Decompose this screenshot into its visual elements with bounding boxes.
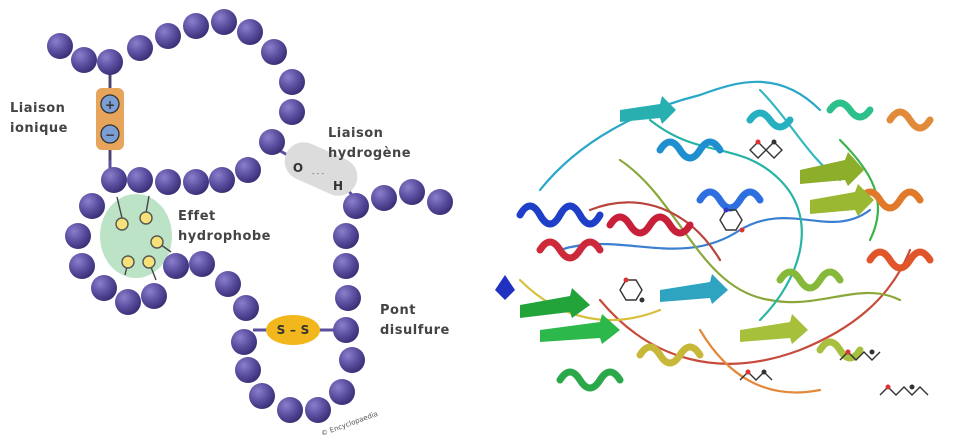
amino-acid-bead bbox=[237, 19, 263, 45]
amino-acid-bead bbox=[343, 193, 369, 219]
sulfur-atom-left: S bbox=[277, 323, 286, 337]
label-ionic-bond-line1: Liaison bbox=[10, 101, 65, 116]
positive-charge bbox=[100, 94, 120, 114]
alpha-helices bbox=[516, 99, 934, 392]
hydrophobic-region bbox=[100, 194, 172, 278]
negative-charge bbox=[100, 124, 120, 144]
amino-acid-bead bbox=[65, 223, 91, 249]
amino-acid-bead bbox=[71, 47, 97, 73]
amino-acid-bead bbox=[183, 13, 209, 39]
amino-acid-bead bbox=[141, 283, 167, 309]
hydrogen-atom: H bbox=[333, 179, 343, 193]
label-hydrophobic-line2: hydrophobe bbox=[178, 229, 271, 244]
amino-acid-bead bbox=[215, 271, 241, 297]
amino-acid-bead bbox=[209, 167, 235, 193]
label-disulfide-line1: Pont bbox=[380, 303, 416, 318]
label-hydrophobic-line1: Effet bbox=[178, 209, 216, 224]
amino-acid-bead bbox=[79, 193, 105, 219]
amino-acid-bead bbox=[329, 379, 355, 405]
tertiary-structure-schematic: + − O - - - H S – S Liaison ionique Liai… bbox=[10, 9, 453, 438]
amino-acid-bead bbox=[279, 69, 305, 95]
amino-acid-bead bbox=[233, 295, 259, 321]
amino-acid-bead bbox=[127, 35, 153, 61]
amino-acid-beads bbox=[47, 9, 453, 423]
amino-acid-bead bbox=[47, 33, 73, 59]
amino-acid-bead bbox=[249, 383, 275, 409]
amino-acid-bead bbox=[235, 357, 261, 383]
amino-acid-bead bbox=[163, 253, 189, 279]
label-disulfide-line2: disulfure bbox=[380, 323, 450, 338]
amino-acid-bead bbox=[115, 289, 141, 315]
amino-acid-bead bbox=[155, 23, 181, 49]
oxygen-atom: O bbox=[293, 161, 303, 175]
amino-acid-bead bbox=[335, 285, 361, 311]
amino-acid-bead bbox=[101, 167, 127, 193]
beta-sheets bbox=[495, 96, 874, 344]
amino-acid-bead bbox=[231, 329, 257, 355]
amino-acid-bead bbox=[371, 185, 397, 211]
amino-acid-bead bbox=[127, 167, 153, 193]
hydrophobic-residues bbox=[115, 211, 164, 269]
amino-acid-bead bbox=[91, 275, 117, 301]
amino-acid-bead bbox=[211, 9, 237, 35]
amino-acid-bead bbox=[235, 157, 261, 183]
sulfur-link: – bbox=[290, 323, 296, 337]
ligand-atoms bbox=[623, 139, 915, 390]
minus-sign: − bbox=[105, 128, 115, 142]
amino-acid-bead bbox=[97, 49, 123, 75]
amino-acid-bead bbox=[305, 397, 331, 423]
amino-acid-bead bbox=[261, 39, 287, 65]
amino-acid-bead bbox=[69, 253, 95, 279]
hydrogen-bond-capsule bbox=[284, 142, 358, 196]
amino-acid-bead bbox=[333, 253, 359, 279]
hydrogen-bond-dots: - - - bbox=[312, 170, 325, 178]
amino-acid-bead bbox=[183, 169, 209, 195]
amino-acid-bead bbox=[399, 179, 425, 205]
sulfur-atom-right: S bbox=[301, 323, 310, 337]
protein-ribbon-model bbox=[495, 80, 934, 396]
coil-loops bbox=[518, 80, 912, 394]
label-hydrogen-bond-line1: Liaison bbox=[328, 126, 383, 141]
label-ionic-bond-line2: ionique bbox=[10, 121, 68, 136]
amino-acid-bead bbox=[279, 99, 305, 125]
label-hydrogen-bond-line2: hydrogène bbox=[328, 146, 411, 161]
disulfide-capsule bbox=[266, 315, 320, 345]
amino-acid-bead bbox=[339, 347, 365, 373]
plus-sign: + bbox=[105, 98, 115, 112]
amino-acid-bead bbox=[427, 189, 453, 215]
amino-acid-bead bbox=[259, 129, 285, 155]
amino-acid-bead bbox=[155, 169, 181, 195]
amino-acid-bead bbox=[277, 397, 303, 423]
amino-acid-bead bbox=[189, 251, 215, 277]
amino-acid-bead bbox=[333, 317, 359, 343]
amino-acid-bead bbox=[333, 223, 359, 249]
